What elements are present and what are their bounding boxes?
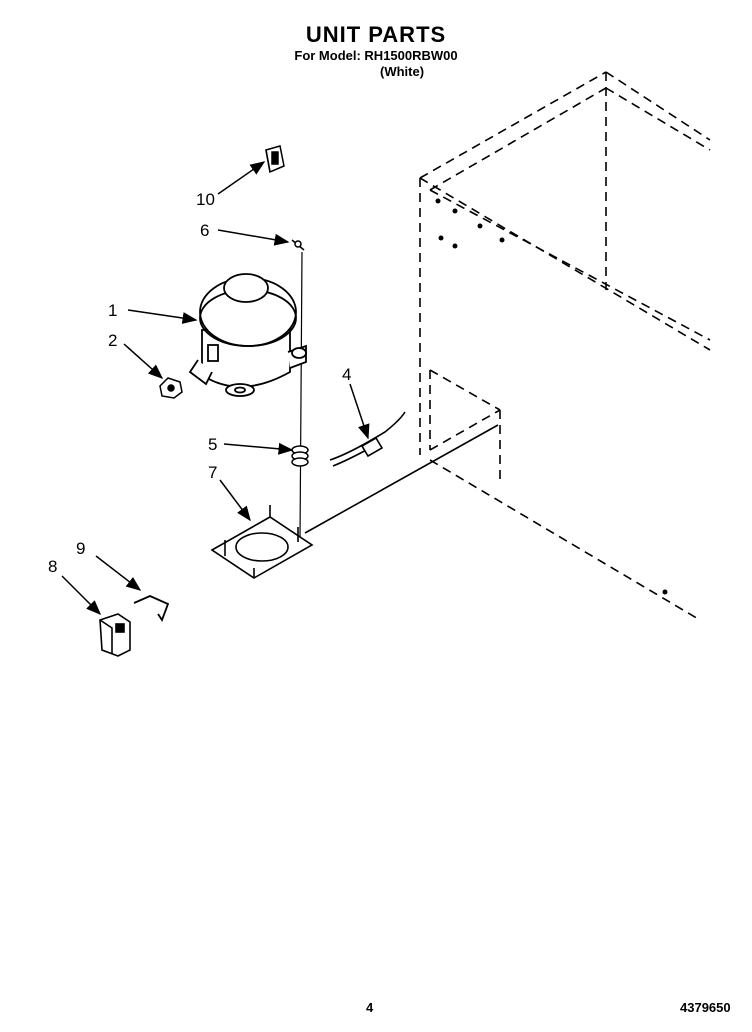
color-line: (White)	[380, 64, 425, 79]
page-number: 4	[366, 1000, 374, 1015]
part-7-base-plate	[210, 505, 314, 579]
page-title: UNIT PARTS	[305, 22, 447, 47]
callout-9: 9	[76, 539, 85, 558]
part-4-cord	[329, 411, 406, 467]
callout-labels: 10 6 1 2 4 5 7 9 8	[48, 190, 351, 576]
callout-10: 10	[196, 190, 215, 209]
callout-5: 5	[208, 435, 217, 454]
part-8-bracket	[99, 613, 131, 657]
callout-2: 2	[108, 331, 117, 350]
callout-7: 7	[208, 463, 217, 482]
base-rail	[304, 424, 499, 534]
model-line: For Model: RH1500RBW00	[294, 48, 458, 63]
part-1-compressor	[188, 273, 307, 397]
cabinet-screws	[435, 198, 668, 595]
callout-6: 6	[200, 221, 209, 240]
callout-1: 1	[108, 301, 117, 320]
document-number: 4379650	[680, 1000, 731, 1015]
part-6-pin	[291, 239, 305, 251]
centre-line	[299, 251, 303, 541]
leader-lines	[61, 161, 370, 616]
callout-8: 8	[48, 557, 57, 576]
part-2-plug	[159, 377, 183, 399]
part-5-grommet	[291, 445, 309, 467]
callout-4: 4	[342, 365, 351, 384]
cabinet-outline	[419, 71, 711, 621]
part-9-clip	[133, 595, 170, 622]
part-10-clip	[265, 145, 285, 174]
